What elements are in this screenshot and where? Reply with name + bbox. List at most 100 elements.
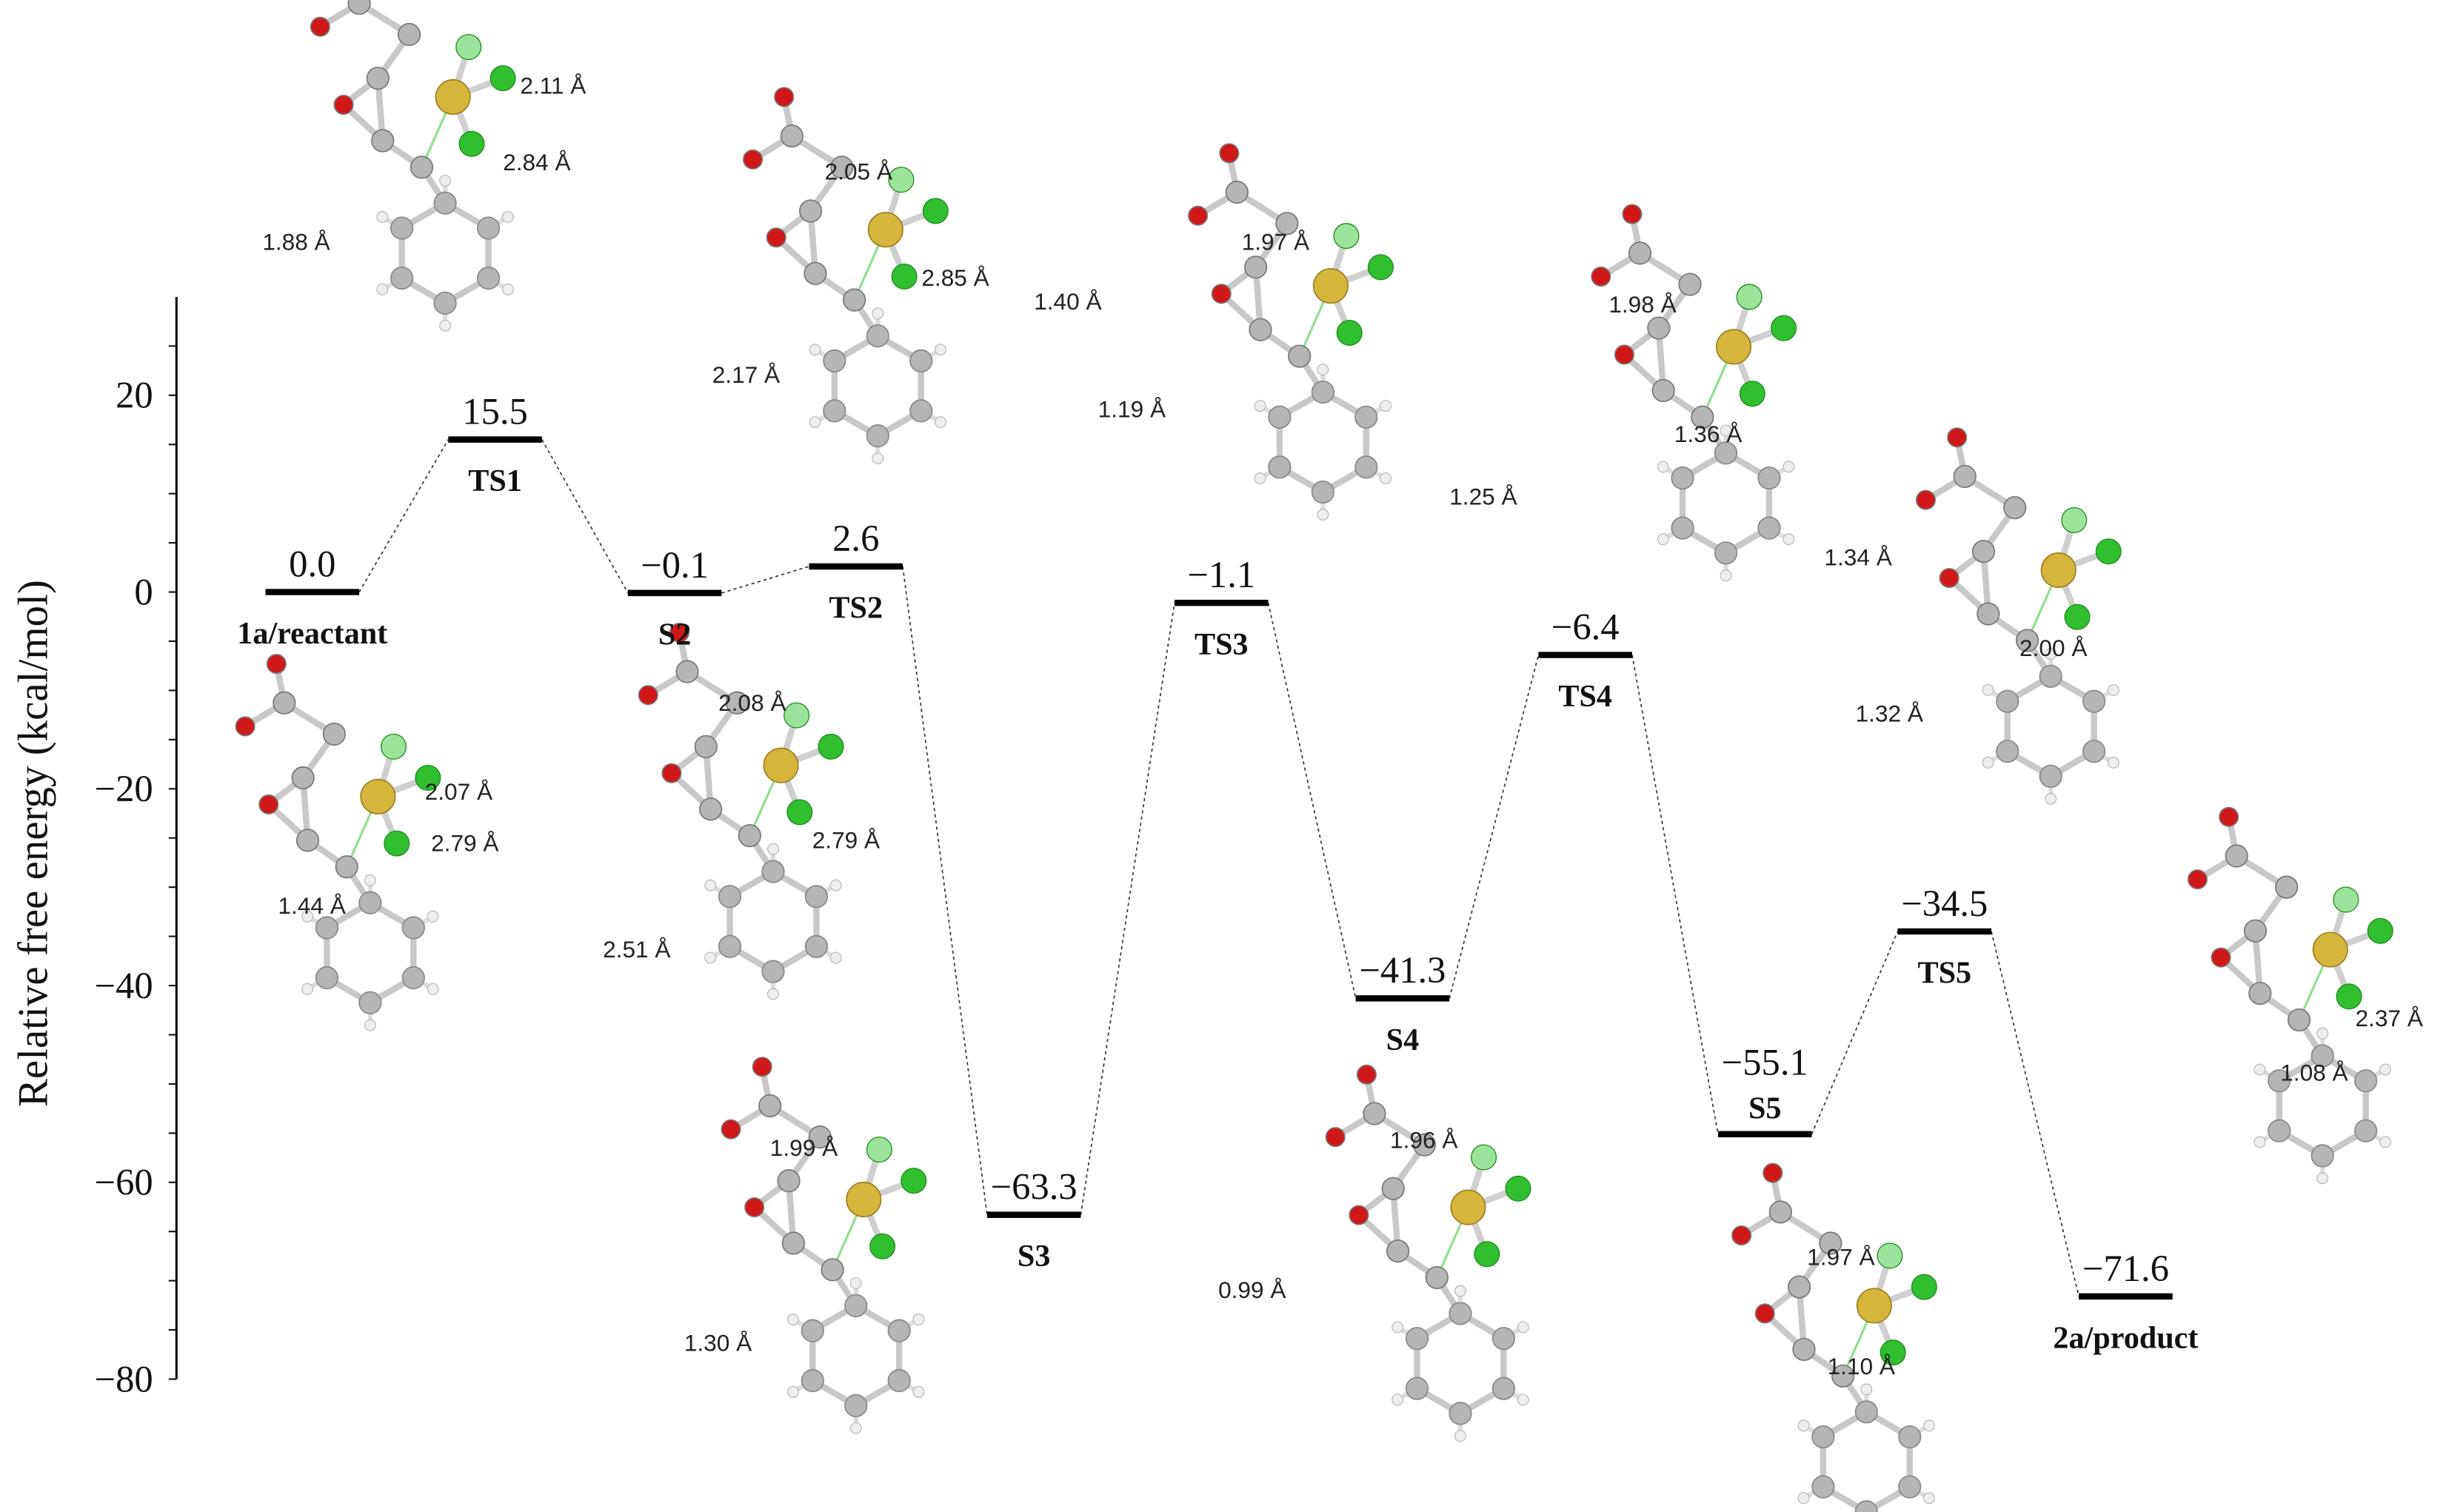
hydrogen-atom xyxy=(872,307,884,320)
bond-distance-label: 2.79 Å xyxy=(431,830,499,857)
molecule-s2: 2.08 Å2.79 Å2.51 Å xyxy=(603,622,881,1000)
hydrogen-atom xyxy=(912,1313,925,1325)
carbon-atom xyxy=(401,916,425,940)
hydrogen-atom xyxy=(1391,1321,1404,1334)
carbon-atom xyxy=(1854,1500,1878,1512)
hydrogen-atom xyxy=(1923,1492,1936,1505)
carbon-atom xyxy=(1671,516,1694,540)
connector-lines xyxy=(358,439,2079,1297)
carbon-atom xyxy=(1449,1302,1472,1325)
carbon-atom xyxy=(1386,1239,1410,1263)
chlorine-atom xyxy=(1336,319,1363,346)
carbon-atom xyxy=(801,1319,824,1342)
hydrogen-atom xyxy=(1720,569,1732,582)
hydrogen-atom xyxy=(912,1385,925,1398)
oxygen-atom xyxy=(1763,1163,1783,1183)
carbon-atom xyxy=(1354,455,1378,479)
carbon-atom xyxy=(798,199,823,223)
carbon-atom xyxy=(401,966,425,990)
hydrogen-atom xyxy=(364,874,376,886)
chlorine-atom xyxy=(888,167,915,193)
bond-distance-label: 1.08 Å xyxy=(2280,1060,2348,1086)
hydrogen-atom xyxy=(766,843,779,855)
energy-value-label: −6.4 xyxy=(1551,606,1620,647)
carbon-atom xyxy=(761,960,785,983)
carbon-atom xyxy=(2225,844,2248,868)
carbon-atom xyxy=(295,829,320,852)
chlorine-atom xyxy=(1880,1339,1906,1366)
state-label: S2 xyxy=(658,617,692,652)
carbon-atom xyxy=(2268,1119,2291,1143)
bond-distance-label: 2.84 Å xyxy=(503,149,571,175)
carbon-atom xyxy=(1249,318,1272,341)
hydrogen-atom xyxy=(1783,461,1795,473)
chlorine-atom xyxy=(458,130,485,157)
carbon-atom xyxy=(291,766,315,790)
hydrogen-atom xyxy=(1982,756,1994,769)
oxygen-atom xyxy=(1356,1064,1377,1085)
bond-distance-label: 1.88 Å xyxy=(262,229,330,255)
carbon-atom xyxy=(2354,1069,2378,1093)
oxygen-atom xyxy=(1731,1225,1752,1245)
oxygen-atom xyxy=(743,149,764,170)
bond-distance-label: 0.99 Å xyxy=(1218,1277,1286,1303)
hydrogen-atom xyxy=(809,416,821,429)
carbon-atom xyxy=(866,424,889,448)
carbon-atom xyxy=(725,691,749,715)
carbon-atom xyxy=(830,155,854,179)
hydrogen-atom xyxy=(2316,1027,2329,1040)
carbon-atom xyxy=(1757,466,1781,490)
gold-atom xyxy=(1312,268,1349,304)
carbon-atom xyxy=(1491,1376,1516,1400)
hydrogen-atom xyxy=(2316,1172,2329,1185)
hydrogen-atom xyxy=(1517,1394,1529,1406)
energy-value-label: −71.6 xyxy=(2082,1248,2169,1289)
oxygen-atom xyxy=(266,654,287,675)
oxygen-atom xyxy=(2219,806,2239,827)
oxygen-atom xyxy=(721,1119,741,1140)
chlorine-atom xyxy=(415,765,441,792)
molecule-s4: 1.96 Å0.99 Å xyxy=(1218,1064,1531,1442)
bond-distance-label: 1.98 Å xyxy=(1608,291,1677,318)
carbon-atom xyxy=(675,660,699,683)
energy-value-label: 0.0 xyxy=(289,543,335,584)
y-axis: 200−20−40−60−80 xyxy=(95,296,178,1399)
carbon-atom xyxy=(1381,1177,1405,1200)
chlorine-atom xyxy=(866,1136,892,1163)
carbon-atom xyxy=(887,1319,911,1342)
carbon-atom xyxy=(1651,378,1675,403)
oxygen-atom xyxy=(752,1057,772,1077)
carbon-atom xyxy=(347,0,371,16)
carbon-atom xyxy=(390,216,414,240)
carbon-atom xyxy=(781,1231,806,1255)
chlorine-atom xyxy=(2336,983,2362,1010)
bond-distance-label: 2.07 Å xyxy=(425,778,493,805)
carbon-atom xyxy=(866,324,889,348)
energy-value-label: −1.1 xyxy=(1187,554,1255,595)
bond-distance-label: 1.97 Å xyxy=(1807,1244,1875,1271)
carbon-atom xyxy=(823,349,846,373)
hydrogen-atom xyxy=(364,1019,376,1031)
carbon-atom xyxy=(1714,541,1738,565)
carbon-atom xyxy=(1757,516,1781,540)
chlorine-atom xyxy=(891,264,918,290)
carbon-atom xyxy=(273,691,296,715)
bond-distance-label: 2.85 Å xyxy=(921,264,989,291)
hydrogen-atom xyxy=(1380,400,1392,412)
oxygen-atom xyxy=(1325,1127,1346,1148)
carbon-atom xyxy=(335,855,358,879)
energy-value-label: −0.1 xyxy=(641,544,709,586)
molecule-ts4: 1.98 Å1.36 Å1.25 Å xyxy=(1449,204,1797,582)
gold-atom xyxy=(1716,329,1752,365)
gold-atom xyxy=(2312,931,2348,968)
hydrogen-atom xyxy=(1254,472,1266,485)
oxygen-atom xyxy=(1188,205,1209,226)
oxygen-atom xyxy=(661,763,682,783)
carbon-atom xyxy=(1647,316,1671,340)
carbon-atom xyxy=(1714,441,1738,465)
carbon-atom xyxy=(844,1294,868,1317)
hydrogen-atom xyxy=(501,283,514,295)
oxygen-atom xyxy=(1219,143,1240,164)
connector-line xyxy=(1267,602,1357,999)
